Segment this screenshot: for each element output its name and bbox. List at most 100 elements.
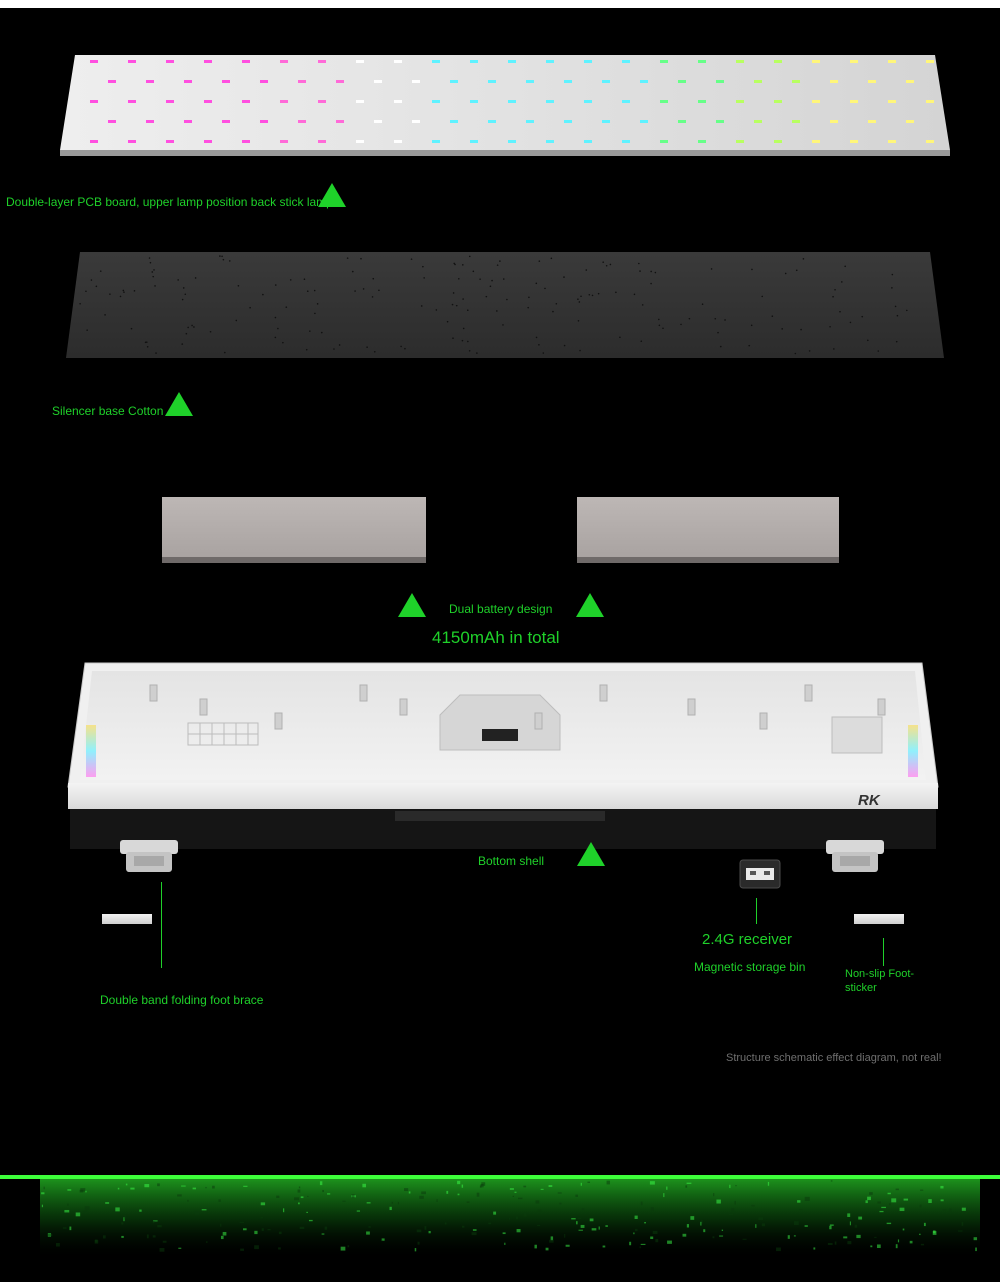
glow-grain [242,1228,247,1231]
glow-grain [804,1225,808,1227]
led-dot [678,120,686,123]
glow-grain [598,1226,600,1230]
cotton-speckle [306,290,309,293]
glow-grain [716,1199,721,1204]
led-dot [812,60,820,63]
glow-grain [67,1189,72,1191]
cotton-speckle [373,350,376,353]
glow-grain [640,1201,643,1206]
cotton-speckle [462,298,464,300]
led-dot [736,140,744,143]
led-dot [374,120,382,123]
cotton-speckle [535,336,538,339]
led-dot [602,120,610,123]
led-dot [90,60,98,63]
cotton-speckle [338,344,341,346]
cotton-speckle [717,331,719,334]
led-dot [222,80,230,83]
cotton-speckle [154,285,156,287]
glow-grain [297,1189,301,1193]
cotton-speckle [877,350,880,352]
cotton-speckle [187,326,189,329]
glow-grain [206,1241,208,1243]
cotton-speckle [277,327,279,330]
glow-grain [514,1191,517,1193]
led-dot [622,140,630,143]
led-dot [888,60,896,63]
glow-grain [194,1210,200,1215]
glow-grain [512,1195,515,1197]
glow-grain [481,1182,486,1186]
glow-grain [239,1221,245,1223]
cotton-speckle [563,276,565,278]
sticker-label-line1: Non-slip Foot- [845,968,915,980]
cotton-speckle [362,288,365,290]
glow-grain [663,1193,665,1198]
screw-post [877,698,886,716]
glow-grain [471,1232,477,1236]
battery-marker-triangle-left [398,593,426,617]
usb-receiver-icon [739,859,781,889]
led-dot [128,100,136,103]
cotton-speckle [182,287,185,289]
cotton-speckle [544,287,546,290]
glow-grain [564,1233,566,1238]
led-dot [716,120,724,123]
glow-grain [729,1184,731,1189]
cotton-speckle [602,261,604,263]
cotton-speckle [578,301,581,303]
glow-grain [321,1233,325,1235]
led-dot [488,120,496,123]
cotton-speckle [867,339,869,342]
glow-grain [940,1199,944,1202]
glow-grain [540,1188,544,1190]
cotton-speckle [894,305,897,308]
led-dot [660,140,668,143]
led-dot [318,100,326,103]
glow-grain [55,1242,60,1247]
led-dot [736,100,744,103]
cotton-speckle [151,271,154,273]
led-dot [166,60,174,63]
cotton-speckle [794,352,797,355]
glow-grain [903,1198,909,1201]
cotton-speckle [152,275,155,278]
glow-grain [686,1224,689,1228]
cotton-speckle [535,282,538,285]
glow-grain [606,1180,610,1185]
glow-grain [125,1183,128,1186]
battery-left [162,497,426,557]
cotton-speckle [588,293,591,296]
cotton-speckle [640,340,643,343]
led-dot [356,140,364,143]
receiver-leader-line [756,898,757,924]
glow-grain [712,1236,715,1239]
cotton-speckle [351,270,354,273]
led-dot [280,60,288,63]
glow-grain [516,1229,521,1233]
cotton-speckle [491,279,493,282]
cotton-speckle [209,330,212,333]
glow-grain [308,1219,313,1222]
cotton-speckle [748,344,751,347]
cotton-speckle [895,340,898,343]
glow-grain [577,1217,581,1219]
led-dot [868,120,876,123]
glow-grain [461,1225,465,1228]
cotton-speckle [423,277,425,279]
glow-grain [690,1216,695,1220]
glow-grain [419,1195,424,1199]
glow-grain [605,1225,608,1227]
cotton-speckle [832,295,834,298]
glow-grain [920,1189,924,1191]
cotton-speckle [219,255,221,257]
cotton-speckle [360,257,362,260]
cotton-speckle [580,295,582,298]
led-dot [926,60,934,63]
cotton-speckle [680,323,682,326]
cotton-speckle [184,293,187,296]
screw-post [274,712,283,730]
glow-grain [121,1235,124,1238]
cotton-speckle [148,257,151,259]
led-dot [812,140,820,143]
